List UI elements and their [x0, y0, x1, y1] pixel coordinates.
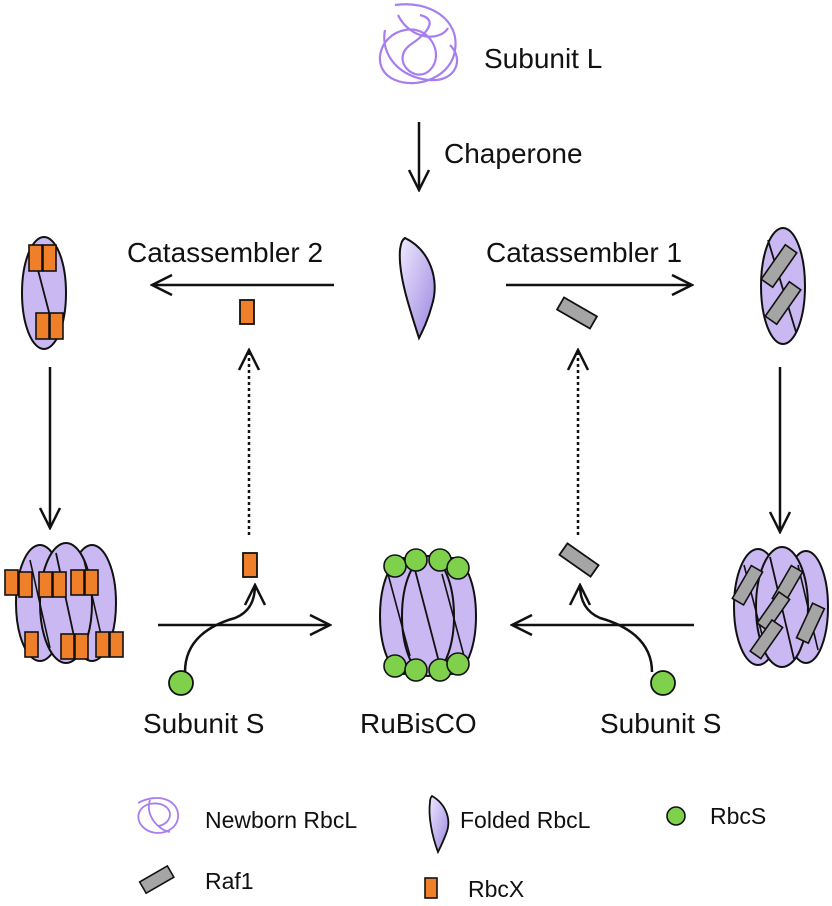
- rbcx-released: [242, 552, 258, 578]
- legend-folded-label: Folded RbcL: [460, 807, 591, 833]
- legend-rbcs-label: RbcS: [710, 803, 766, 829]
- legend-rbcx-icon: [424, 877, 438, 899]
- rbcs-left: [168, 670, 194, 696]
- subunit-l-label: Subunit L: [484, 43, 602, 74]
- legend-raf1-icon: [138, 864, 175, 895]
- rbcl-raf1-complex: [760, 227, 806, 345]
- catassembler-2-label: Catassembler 2: [127, 237, 323, 268]
- rbcl8-rbcx-complex: [4, 542, 124, 664]
- catassembler-1-label: Catassembler 1: [486, 237, 682, 268]
- newborn-rbcl-tangle: [378, 3, 459, 85]
- legend-raf1-label: Raf1: [205, 868, 254, 894]
- rubisco-holoenzyme: [379, 548, 477, 682]
- legend-folded-icon: [428, 794, 450, 855]
- rbcx-top: [239, 299, 255, 325]
- left-subunit-s-path: [183, 585, 255, 673]
- legend-rbcs-icon: [666, 806, 686, 826]
- legend-rbcx-label: RbcX: [468, 876, 524, 902]
- folded-rbcl-center: [398, 236, 436, 341]
- legend-newborn-icon: [137, 797, 179, 834]
- subunit-s-left-label: Subunit S: [143, 708, 264, 739]
- legend-newborn-label: Newborn RbcL: [205, 807, 357, 833]
- rbcl8-raf1-complex: [731, 546, 829, 668]
- right-subunit-s-path: [580, 585, 654, 673]
- raf1-released: [558, 542, 600, 578]
- legend: Newborn RbcL Folded RbcL RbcS Raf1 RbcX: [137, 794, 766, 902]
- chaperone-label: Chaperone: [444, 138, 583, 169]
- rubisco-label: RuBisCO: [360, 708, 477, 739]
- subunit-s-right-label: Subunit S: [600, 708, 721, 739]
- raf1-top: [555, 296, 599, 330]
- rbcs-right: [650, 670, 676, 696]
- rbcl-rbcx-complex: [21, 236, 67, 350]
